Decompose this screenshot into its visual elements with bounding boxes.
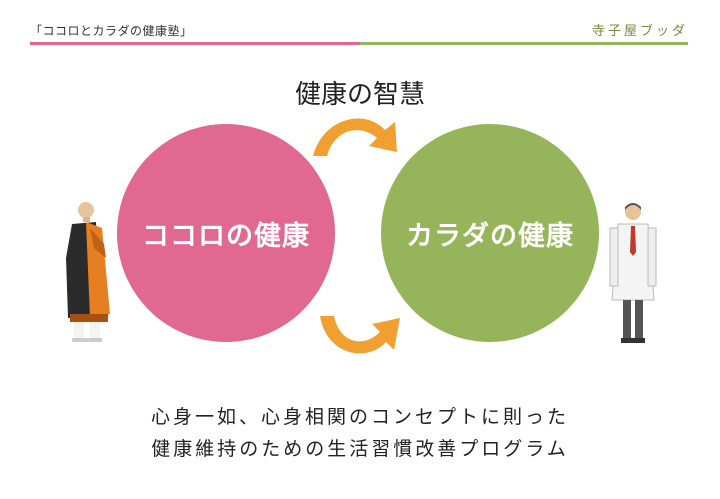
doctor-figure-icon [609, 203, 657, 343]
monk-figure-icon [66, 202, 110, 342]
caption-line-2: 健康維持のための生活習慣改善プログラム [151, 438, 569, 460]
circle-karada: カラダの健康 [381, 124, 599, 342]
caption-line-1: 心身一如、心身相関のコンセプトに則った [150, 406, 569, 428]
doctor-arm-left [609, 227, 619, 287]
monk-sandals [72, 338, 102, 342]
doctor-leg-left [623, 300, 631, 338]
circle-kokoro: ココロの健康 [117, 124, 335, 342]
header-title: 「ココロとカラダの健康塾」 [30, 24, 193, 38]
doctor-head [625, 204, 641, 220]
header-bar-left [30, 42, 360, 45]
monk-robe-orange [86, 222, 110, 318]
header-bar-right [360, 42, 688, 45]
circle-kokoro-label: ココロの健康 [142, 220, 310, 252]
doctor-tie [630, 226, 636, 256]
top-arrow-shape [313, 118, 397, 156]
header-brand: 寺子屋ブッダ [591, 24, 688, 39]
monk-head [78, 202, 94, 218]
circle-karada-label: カラダの健康 [406, 220, 574, 252]
monk-foot-left [74, 322, 84, 338]
monk-foot-right [90, 322, 100, 338]
doctor-shoes [621, 338, 645, 343]
doctor-hair [625, 203, 641, 210]
monk-robe-sash [90, 228, 106, 258]
bottom-arrow-shape [320, 316, 400, 354]
bottom-curved-arrow-icon [320, 316, 400, 354]
monk-neck [83, 217, 90, 222]
monk-hem [70, 314, 108, 322]
top-curved-arrow-icon [313, 118, 397, 156]
doctor-arm-right [647, 227, 657, 287]
doctor-leg-right [635, 300, 643, 338]
diagram-title: 健康の智慧 [294, 80, 425, 110]
